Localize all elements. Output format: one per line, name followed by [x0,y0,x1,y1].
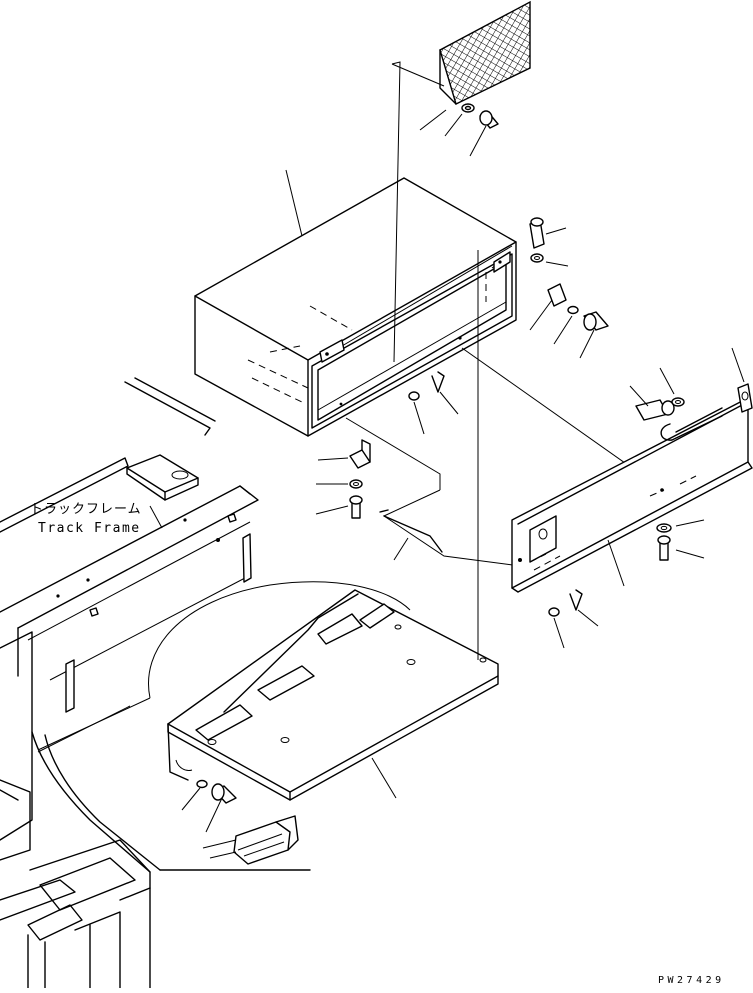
center-bolt-set [315,439,371,519]
link-line-c [382,489,521,567]
track-frame-jp-text: トラックフレーム [30,502,142,517]
housing-leader [285,169,303,237]
lock-bar [379,509,443,561]
bracket-leader [371,757,397,799]
box-housing [194,177,517,437]
mesh-screen [439,0,531,105]
cover-leader [607,539,625,587]
cover-lower-fasteners [548,589,599,649]
cover-hinge [731,347,753,413]
link-line-a [461,347,653,483]
track-frame-en-text: Track Frame [38,521,141,536]
mesh-fasteners [419,103,499,157]
housing-right-fasteners [529,217,609,359]
cover-right-fasteners [629,367,705,561]
mounting-bracket [167,589,499,801]
mesh-screen-dropline [391,61,401,363]
drawing-number: PW27429 [658,975,725,986]
box-cover [511,397,753,593]
track-frame [0,377,411,989]
housing-lower-fasteners [408,371,459,435]
bracket-bolt-set [181,779,237,833]
link-line-b [345,417,441,490]
track-frame-label: トラックフレーム Track Frame [30,502,163,536]
